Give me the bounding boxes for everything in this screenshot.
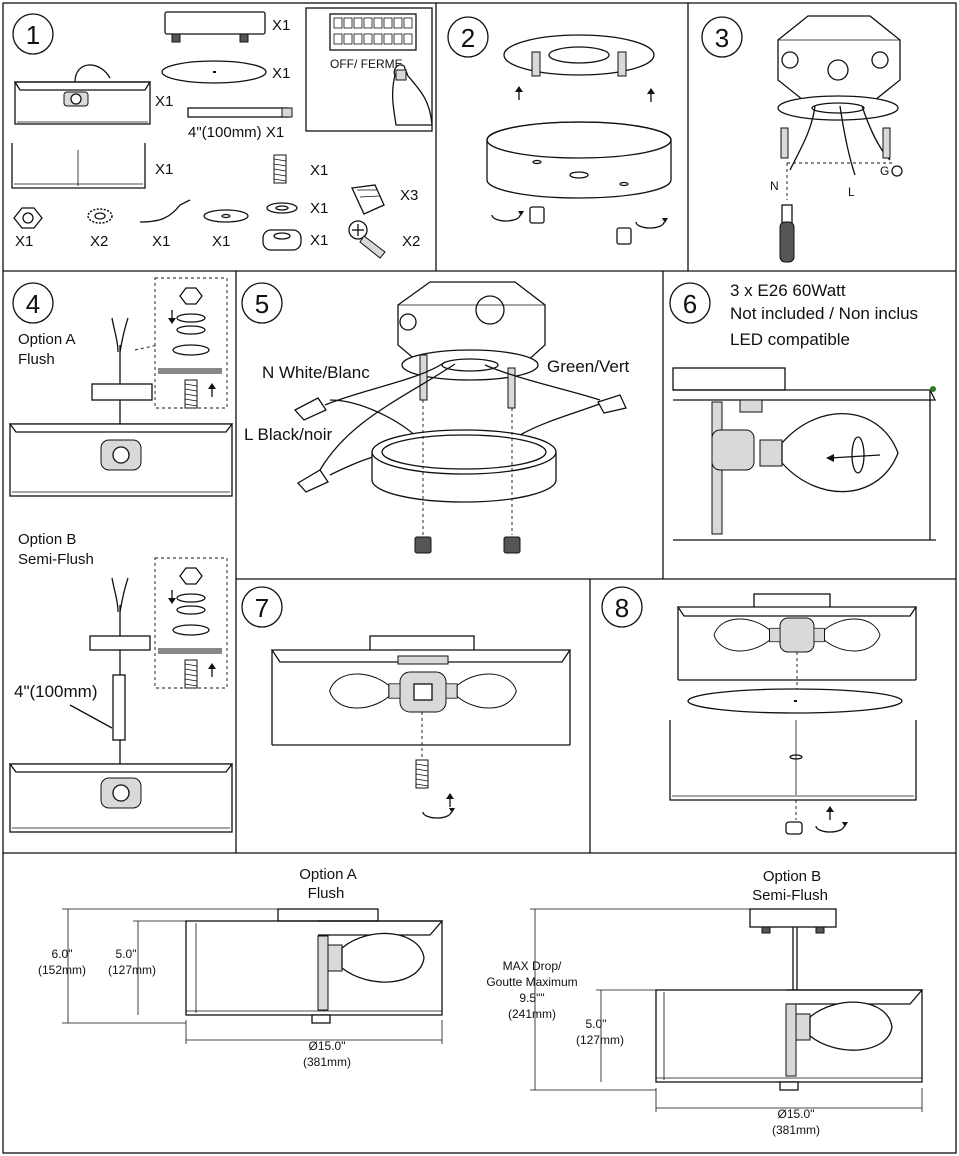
step-number-6: 6 [669, 282, 711, 324]
dim-b-subtitle: Semi-Flush [752, 887, 828, 904]
panel-7-glass-disc [270, 635, 572, 819]
step-number-2-text: 2 [461, 23, 475, 53]
dim-b-drop-label: MAX Drop/ [503, 959, 562, 973]
dim-a-height: 6.0" [52, 947, 73, 961]
part-lock-washer: X2 [87, 208, 113, 250]
flat-washer-qty: X1 [212, 233, 230, 250]
panel-1-parts: X1 X1 X1 4"(100mm) X1 X1 [11, 7, 433, 259]
step4-option-b: Option B [18, 531, 76, 548]
panel-3-junction-box: N L G [770, 15, 903, 263]
part-screw: X2 [348, 220, 420, 259]
step-number-4-text: 4 [26, 289, 40, 319]
ground-label: G [880, 164, 889, 178]
dimensions-option-a: Option A Flush 6.0" (152mm) 5.0" (127mm)… [38, 866, 444, 1069]
canopy-qty: X1 [272, 17, 290, 34]
step-number-1-text: 1 [26, 20, 40, 50]
bulb-not-included: Not included / Non inclus [730, 304, 918, 323]
part-spring: X1 [273, 154, 328, 184]
panel-2-mounting-plate [486, 34, 672, 245]
part-frame: X1 [13, 64, 173, 125]
washer-qty: X1 [310, 200, 328, 217]
part-rod: 4"(100mm) X1 [187, 107, 293, 141]
step4-semi-flush: Semi-Flush [18, 551, 94, 568]
dim-a-diameter-mm: (381mm) [303, 1055, 351, 1069]
part-canopy: X1 [164, 11, 290, 43]
panel-6-bulbs: 3 x E26 60Watt Not included / Non inclus… [672, 281, 937, 541]
step4-rod-length: 4"(100mm) [14, 682, 98, 701]
black-wire-label: L Black/noir [244, 425, 333, 444]
part-wire-connector: X3 [351, 184, 418, 215]
rod-qty: 4"(100mm) X1 [188, 124, 284, 141]
cap-qty: X1 [310, 232, 328, 249]
part-glass-disc: X1 [161, 60, 290, 84]
dim-b-drop-label-fr: Goutte Maximum [486, 975, 577, 989]
dim-b-drop-mm: (241mm) [508, 1007, 556, 1021]
part-washer: X1 [266, 200, 328, 217]
dim-a-height-mm: (152mm) [38, 963, 86, 977]
step-number-8: 8 [601, 586, 643, 628]
step-number-7: 7 [241, 586, 283, 628]
wire-qty: X1 [152, 233, 170, 250]
step4-flush: Flush [18, 351, 55, 368]
live-label: L [848, 185, 855, 199]
part-shade: X1 [11, 143, 173, 189]
dim-b-drop-value: 9.5"" [519, 991, 544, 1005]
panel-8-final-assembly [669, 593, 918, 835]
step-number-8-text: 8 [615, 593, 629, 623]
step-number-3: 3 [701, 16, 743, 58]
neutral-label: N [770, 179, 779, 193]
lock-washer-qty: X2 [90, 233, 108, 250]
dim-b-title: Option B [763, 868, 821, 885]
ground-icon [891, 165, 903, 177]
breaker-off-label: OFF/ FERME [330, 57, 403, 71]
dim-b-diameter-mm: (381mm) [772, 1123, 820, 1137]
white-wire-label: N White/Blanc [262, 363, 370, 382]
connector-qty: X3 [400, 187, 418, 204]
step-number-2: 2 [447, 16, 489, 58]
spring-qty: X1 [310, 162, 328, 179]
step-number-6-text: 6 [683, 289, 697, 319]
dim-b-body-height: 5.0" [586, 1017, 607, 1031]
dim-b-body-height-mm: (127mm) [576, 1033, 624, 1047]
part-flat-washer: X1 [203, 209, 249, 250]
step-number-3-text: 3 [715, 23, 729, 53]
step-number-1: 1 [12, 13, 54, 55]
glass-disc-qty: X1 [272, 65, 290, 82]
step-number-7-text: 7 [255, 593, 269, 623]
green-wire-label: Green/Vert [547, 357, 629, 376]
step-number-5-text: 5 [255, 289, 269, 319]
nut-qty: X1 [15, 233, 33, 250]
dim-b-diameter: Ø15.0" [778, 1107, 815, 1121]
step4-option-a: Option A [18, 331, 76, 348]
panel-4-rod-options: Option A Flush Option B Semi-Flush 4"(10… [8, 277, 234, 833]
part-ground-wire: X1 [139, 199, 191, 250]
part-cap: X1 [262, 229, 328, 251]
bulb-led-compatible: LED compatible [730, 330, 850, 349]
screw-qty: X2 [402, 233, 420, 250]
dim-a-body-height-mm: (127mm) [108, 963, 156, 977]
step-number-5: 5 [241, 282, 283, 324]
step-number-4: 4 [12, 282, 54, 324]
dim-a-subtitle: Flush [308, 885, 345, 902]
bulb-spec: 3 x E26 60Watt [730, 281, 846, 300]
shade-qty: X1 [155, 161, 173, 178]
dim-a-body-height: 5.0" [116, 947, 137, 961]
dim-a-diameter: Ø15.0" [309, 1039, 346, 1053]
part-nut: X1 [13, 207, 43, 250]
frame-qty: X1 [155, 93, 173, 110]
panel-5-wiring: N White/Blanc L Black/noir Green/Vert [244, 281, 629, 554]
dimensions-option-b: Option B Semi-Flush MAX Drop/ Goutte Max… [486, 868, 924, 1137]
dim-a-title: Option A [299, 866, 357, 883]
breaker-panel: OFF/ FERME [305, 7, 433, 132]
